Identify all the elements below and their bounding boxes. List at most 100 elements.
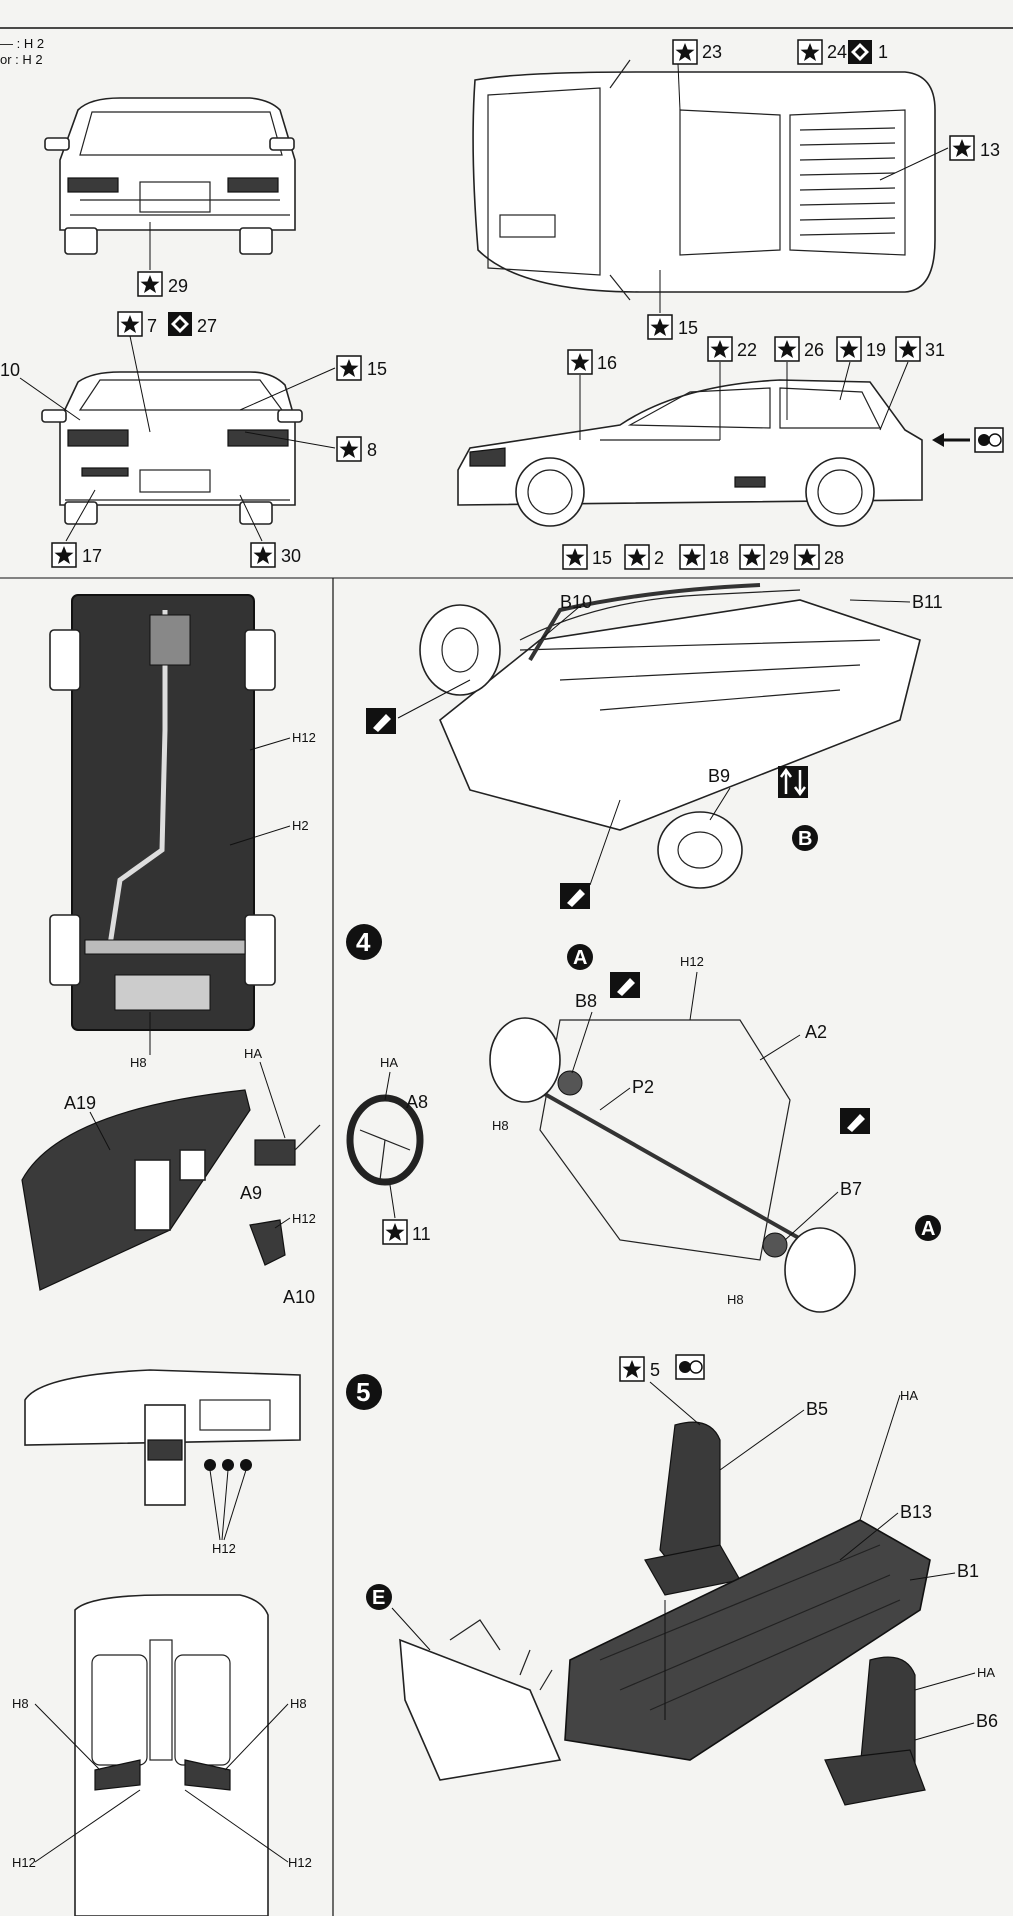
step-4-circle xyxy=(346,924,382,960)
star-decal-icon xyxy=(836,336,862,362)
label-a19: A19 xyxy=(64,1093,96,1113)
label-h8-step4b: H8 xyxy=(727,1292,744,1307)
label-b7: B7 xyxy=(840,1179,862,1199)
label-b10: B10 xyxy=(560,592,592,612)
callout-5: 5 xyxy=(650,1360,660,1380)
callout-13: 13 xyxy=(980,140,1000,160)
label-b11: B11 xyxy=(912,592,943,612)
label-ha-step5b: HA xyxy=(977,1665,995,1680)
label-a2: A2 xyxy=(805,1022,827,1042)
callout-29: 29 xyxy=(168,276,188,296)
star-decal-icon xyxy=(619,1356,645,1382)
car-top-view xyxy=(472,59,936,301)
diamond-color-icon xyxy=(168,312,192,336)
callout-29-side: 29 xyxy=(769,548,789,568)
label-h2-under: H2 xyxy=(292,818,309,833)
chassis-floor-view xyxy=(419,583,921,889)
marker-b: B xyxy=(798,828,812,850)
label-h8-int-right: H8 xyxy=(290,1696,307,1711)
instrument-panel-view xyxy=(24,1369,301,1506)
label-b9: B9 xyxy=(708,766,730,786)
car-side-view xyxy=(457,379,923,527)
combination-switch-part xyxy=(254,1124,321,1166)
star-decal-icon xyxy=(624,544,650,570)
star-decal-icon xyxy=(739,544,765,570)
callout-15-rear: 15 xyxy=(367,359,387,379)
star-decal-icon xyxy=(794,544,820,570)
star-decal-icon xyxy=(895,336,921,362)
dashboard-part xyxy=(21,1089,251,1291)
star-decal-icon xyxy=(51,542,77,568)
car-rear-view xyxy=(41,371,303,525)
dot-color-icon xyxy=(974,427,1004,453)
paint-icon xyxy=(840,1108,870,1134)
dot-color-icon xyxy=(675,1354,705,1380)
front-seat-b5 xyxy=(644,1421,741,1596)
callout-15-side: 15 xyxy=(592,548,612,568)
label-h12-under: H12 xyxy=(292,730,316,745)
legend-line-1: — : H 2 xyxy=(0,36,44,51)
callout-27: 27 xyxy=(197,316,217,336)
callout-16: 16 xyxy=(597,353,617,373)
callout-2: 2 xyxy=(654,548,664,568)
label-h8-int-left: H8 xyxy=(12,1696,29,1711)
rear-suspension-assembly xyxy=(489,1017,856,1313)
rotate-both-directions-icon xyxy=(778,766,808,798)
car-front-view xyxy=(44,97,296,255)
step-5: 5 xyxy=(356,1377,370,1407)
star-decal-icon xyxy=(250,542,276,568)
star-decal-icon xyxy=(336,355,362,381)
label-a8: A8 xyxy=(406,1092,428,1112)
label-b1: B1 xyxy=(957,1561,979,1581)
marker-a-circle xyxy=(915,1215,941,1241)
star-decal-icon xyxy=(117,311,143,337)
callout-30: 30 xyxy=(281,546,301,566)
star-decal-icon xyxy=(567,349,593,375)
star-decal-icon xyxy=(336,436,362,462)
label-b5: B5 xyxy=(806,1399,828,1419)
star-decal-icon xyxy=(679,544,705,570)
label-h8-step4: H8 xyxy=(492,1118,509,1133)
paint-icon xyxy=(610,972,640,998)
marker-e-circle xyxy=(366,1584,392,1610)
star-decal-icon xyxy=(949,135,975,161)
diamond-color-icon xyxy=(848,40,872,64)
label-a10: A10 xyxy=(283,1287,315,1307)
label-h12-int-left: H12 xyxy=(12,1855,36,1870)
star-decal-icon xyxy=(797,39,823,65)
callout-26: 26 xyxy=(804,340,824,360)
label-b13: B13 xyxy=(900,1502,932,1522)
star-decal-icon xyxy=(707,336,733,362)
callout-17: 17 xyxy=(82,546,102,566)
callout-19: 19 xyxy=(866,340,886,360)
callout-22: 22 xyxy=(737,340,757,360)
callout-7: 7 xyxy=(147,316,157,336)
label-b6: B6 xyxy=(976,1711,998,1731)
callout-10: 10 xyxy=(0,360,20,380)
callout-8: 8 xyxy=(367,440,377,460)
star-decal-icon xyxy=(774,336,800,362)
rear-seat-b6 xyxy=(824,1656,926,1806)
marker-a-bottom: A xyxy=(921,1218,935,1240)
marker-a-top: A xyxy=(573,947,587,969)
shift-boot-part xyxy=(249,1219,286,1266)
label-b8: B8 xyxy=(575,991,597,1011)
star-decal-icon xyxy=(647,314,673,340)
star-decal-icon xyxy=(137,271,163,297)
callout-15-top: 15 xyxy=(678,318,698,338)
label-ha-wheel: HA xyxy=(380,1055,398,1070)
callout-28: 28 xyxy=(824,548,844,568)
underbody-view xyxy=(49,594,276,1031)
step-5-circle xyxy=(346,1374,382,1410)
label-h12-int-right: H12 xyxy=(288,1855,312,1870)
marker-e: E xyxy=(372,1587,385,1609)
marker-b-circle xyxy=(792,825,818,851)
callout-23: 23 xyxy=(702,42,722,62)
label-h12-panel: H12 xyxy=(212,1541,236,1556)
star-decal-icon xyxy=(672,39,698,65)
callout-18: 18 xyxy=(709,548,729,568)
label-ha-step5: HA xyxy=(900,1388,918,1403)
callout-24: 24 xyxy=(827,42,847,62)
label-p2: P2 xyxy=(632,1077,654,1097)
